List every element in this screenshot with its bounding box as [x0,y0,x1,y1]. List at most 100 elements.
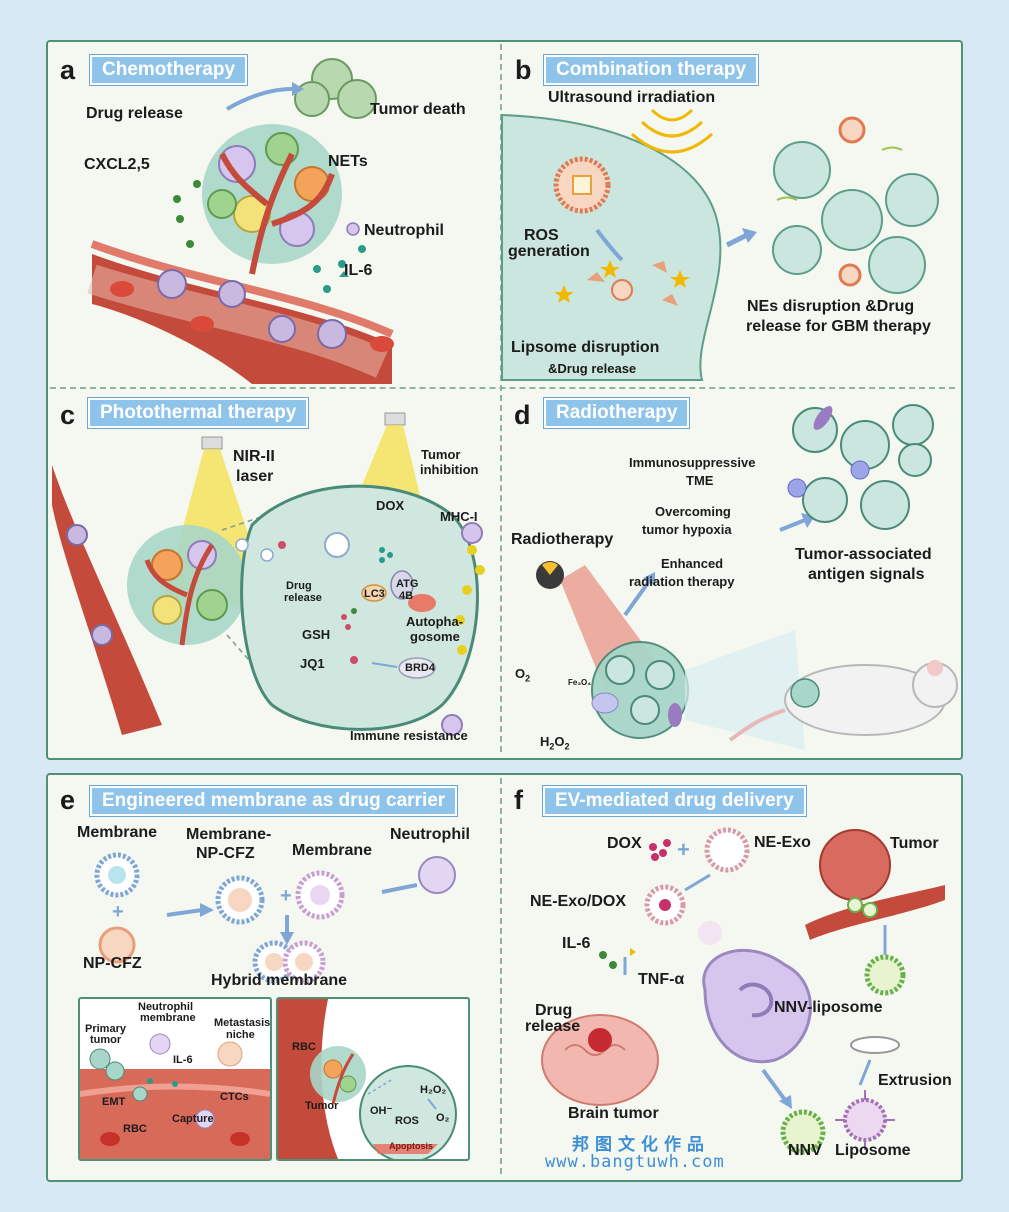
panel-d-illustration [536,404,958,750]
label-fe3o4: Fe₃O₄ [568,678,592,687]
label-membrane-e: Membrane [77,824,158,841]
inset-metastasis-illustration [80,1033,270,1159]
panel-title-e: Engineered membrane as drug carrier [90,786,458,816]
label-drug-release-f1: Drug [535,1002,573,1019]
label-membrane-npcfz-2: NP-CFZ [196,845,255,862]
label-drug-release-c1: Drug [286,580,312,592]
label-brain-tumor: Brain tumor [568,1105,659,1122]
divider-vertical-bottom [500,778,502,1174]
label-tumor-inhibition-1: Tumor [421,447,461,462]
label-h2o2-d: H2O2 [540,734,570,752]
label-nnv: NNV [788,1142,822,1159]
label-ros-2: generation [508,243,590,260]
label-o2-e: O₂ [436,1112,450,1124]
label-oh: OH⁻ [370,1105,393,1117]
label-nets: NETs [328,153,368,170]
label-il6-f: IL-6 [562,935,591,952]
panel-letter-b: b [515,55,532,85]
label-enhanced-2: radiation therapy [629,574,735,589]
panel-letter-a: a [60,55,76,85]
panel-title-c: Photothermal therapy [88,398,309,428]
label-autopha-1: Autopha- [406,614,464,629]
svg-text:+: + [112,901,124,923]
label-cxcl: CXCL2,5 [84,156,150,173]
label-overcoming-1: Overcoming [655,504,731,519]
label-neutrophil-mem-2: membrane [140,1012,196,1024]
svg-text:+: + [677,837,690,862]
label-drug-release-f2: release [525,1018,581,1035]
panel-title-f: EV-mediated drug delivery [543,786,806,816]
label-nes-2: release for GBM therapy [746,318,931,335]
label-capture: Capture [172,1113,214,1125]
label-radiotherapy: Radiotherapy [511,531,614,548]
label-tumor-inhibition-2: inhibition [420,462,479,477]
inset-tumor-ros: RBC Tumor H₂O₂ OH⁻ ROS O₂ Apoptosis [276,997,470,1161]
label-autopha-2: gosome [410,629,460,644]
label-il6: IL-6 [344,262,373,279]
label-neutrophil: Neutrophil [364,222,444,239]
label-apoptosis: Apoptosis [389,1141,433,1151]
label-il6-e: IL-6 [173,1054,193,1066]
panel-c-illustration [52,412,485,736]
label-ros-e: ROS [395,1115,419,1127]
panel-letter-e: e [60,785,76,815]
label-liposome: Liposome [835,1142,911,1159]
inset-metastasis: Primary tumor Neutrophil membrane Metast… [78,997,272,1161]
label-dox-f: DOX [607,835,642,852]
label-tumor-e: Tumor [305,1100,339,1112]
label-ctcs: CTCs [220,1091,249,1103]
label-tumor-death: Tumor death [370,101,466,118]
panel-e-illustration: + + [94,852,456,984]
label-atg-1: ATG [396,578,419,590]
label-nnv-liposome: NNV-liposome [774,999,883,1016]
label-nir-1: NIR-II [233,448,275,465]
label-drug-release-c2: release [284,592,322,604]
label-metastasis-1: Metastasis [214,1017,271,1029]
panel-title-b: Combination therapy [544,55,759,85]
panel-letter-f: f [514,785,523,815]
label-taa-1: Tumor-associated [795,546,932,563]
label-tnf: TNF-α [638,971,685,988]
label-overcoming-2: tumor hypoxia [642,522,732,537]
panel-a-illustration [87,58,394,384]
label-neutrophil-mem-1: Neutrophil [138,1001,193,1013]
label-ultrasound: Ultrasound irradiation [548,89,716,106]
label-hybrid-membrane: Hybrid membrane [211,972,348,989]
label-primary-2: tumor [90,1034,122,1046]
label-atg-2: 4B [399,590,414,602]
watermark-url: www.bangtuwh.com [545,1152,725,1172]
label-gsh: GSH [302,627,331,642]
label-ros-1: ROS [524,227,559,244]
label-extrusion: Extrusion [878,1072,952,1089]
panel-title-a: Chemotherapy [90,55,248,85]
label-np-cfz: NP-CFZ [83,955,142,972]
label-dox: DOX [376,498,405,513]
panel-b-illustration [501,108,939,381]
label-mhc: MHC-I [440,509,478,524]
label-immune-resistance: Immune resistance [350,728,468,743]
divider-horizontal-top [50,387,955,389]
label-lipsome-1: Lipsome disruption [511,339,660,356]
panel-letter-c: c [60,400,76,430]
label-brd4: BRD4 [405,662,435,674]
label-emt: EMT [102,1096,126,1108]
label-taa-2: antigen signals [808,566,925,583]
label-drug-release: Drug release [86,105,183,122]
label-immuno-1: Immunosuppressive [629,455,756,470]
label-jq1: JQ1 [300,656,325,671]
label-ne-exo-dox: NE-Exo/DOX [530,893,627,910]
label-ne-exo: NE-Exo [754,834,811,851]
divider-vertical-top [500,44,502,752]
svg-text:+: + [280,885,292,907]
label-nes-1: NEs disruption &Drug [747,298,915,315]
watermark-chinese: 邦图文化作品 [572,1135,710,1155]
label-lc3: LC3 [364,588,385,600]
label-membrane-npcfz-1: Membrane- [186,826,272,843]
panel-title-d: Radiotherapy [544,398,690,428]
label-membrane-e-2: Membrane [292,842,373,859]
label-rbc-e: RBC [123,1123,147,1135]
inset-tumor-ros-illustration [278,999,457,1159]
label-nir-2: laser [236,468,274,485]
panel-letter-d: d [514,400,531,430]
label-o2-d: O2 [515,666,531,684]
